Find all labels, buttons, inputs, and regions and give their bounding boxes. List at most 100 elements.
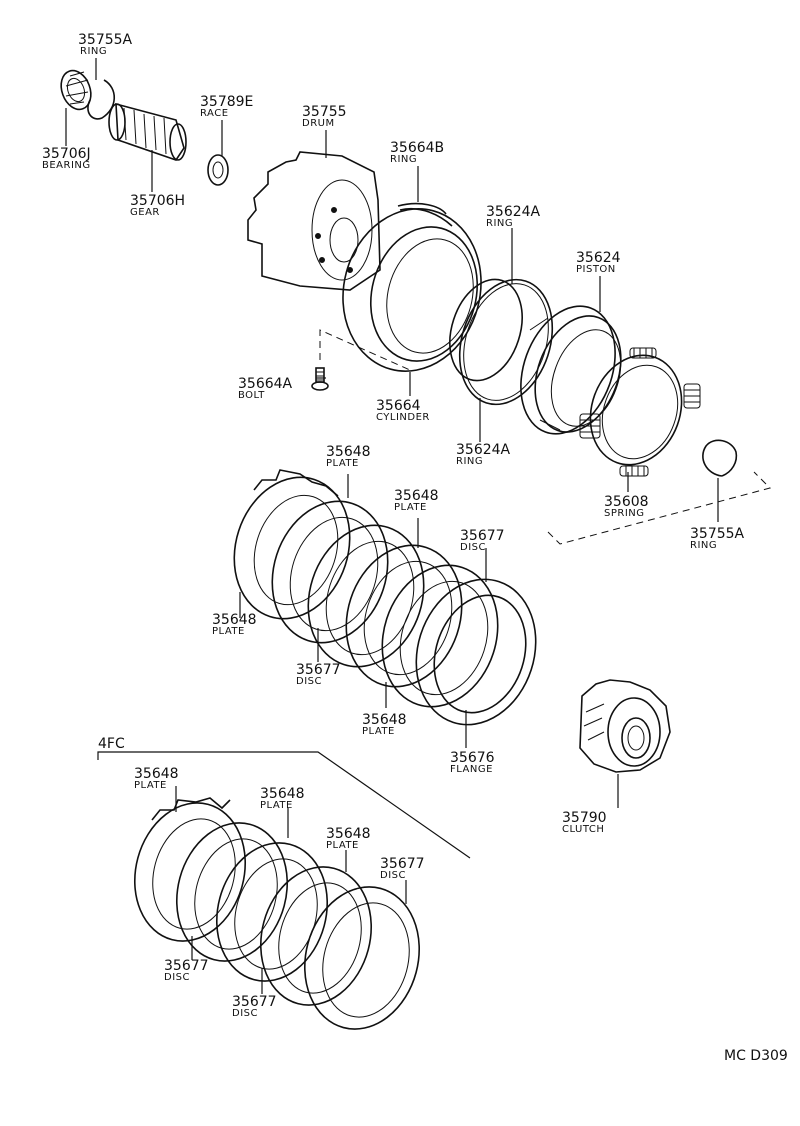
- part-label-spring-35608: 35608 SPRING: [604, 494, 649, 519]
- part-name: GEAR: [130, 207, 160, 218]
- group-4fc-bracket: [97, 751, 471, 859]
- part-number: 35624A: [486, 204, 541, 220]
- part-number: 35677: [296, 662, 341, 678]
- part-number: 35677: [164, 958, 209, 974]
- part-name: RACE: [200, 108, 229, 119]
- part-name: CLUTCH: [562, 824, 604, 835]
- part-label-ring-35624a-bottom: 35624A RING: [456, 442, 511, 467]
- part-label-disc-4fc-a: 35677 DISC: [380, 856, 425, 881]
- part-label-ring-35755a-top: 35755A RING: [78, 32, 133, 57]
- part-label-plate-35648-d: 35648 PLATE: [362, 712, 407, 737]
- ring-part: [397, 202, 447, 215]
- part-number: 35648: [326, 444, 371, 460]
- part-name: BOLT: [238, 390, 265, 401]
- part-label-disc-4fc-b: 35677 DISC: [164, 958, 209, 983]
- part-number: 35706H: [130, 193, 185, 209]
- bolt-part: [311, 367, 329, 391]
- diagram-code: MC D309: [724, 1048, 788, 1064]
- part-number: 35755A: [690, 526, 745, 542]
- part-name: PLATE: [212, 626, 245, 637]
- part-number: 35755A: [78, 32, 133, 48]
- part-number: 35664B: [390, 140, 444, 156]
- part-label-plate-35648-b: 35648 PLATE: [394, 488, 439, 513]
- part-number: 35664A: [238, 376, 293, 392]
- assembly-lines: [319, 329, 771, 545]
- part-number: 35790: [562, 810, 607, 826]
- part-name: PISTON: [576, 264, 616, 275]
- part-label-flange-35676: 35676 FLANGE: [450, 750, 495, 775]
- part-number: 35676: [450, 750, 495, 766]
- part-name: PLATE: [260, 800, 293, 811]
- part-number: 35648: [394, 488, 439, 504]
- spring-part: [579, 347, 701, 477]
- part-name: PLATE: [326, 458, 359, 469]
- part-number: 35624: [576, 250, 621, 266]
- part-name: RING: [486, 218, 513, 229]
- part-number: 35677: [380, 856, 425, 872]
- part-label-plate-35648-a: 35648 PLATE: [326, 444, 371, 469]
- drum-part: [247, 151, 381, 291]
- part-name: PLATE: [134, 780, 167, 791]
- group-4fc-pack: [133, 797, 421, 1030]
- part-number: 35648: [212, 612, 257, 628]
- part-name: DISC: [164, 972, 190, 983]
- part-number: 35677: [460, 528, 505, 544]
- part-number: 35648: [260, 786, 305, 802]
- part-name: CYLINDER: [376, 412, 430, 423]
- o-ring-part: [449, 278, 554, 406]
- part-label-bolt-35664a: 35664A BOLT: [238, 376, 293, 401]
- part-name: DISC: [460, 542, 486, 553]
- part-name: RING: [80, 46, 107, 57]
- part-name: SPRING: [604, 508, 645, 519]
- part-label-ring-35755a-bottom: 35755A RING: [690, 526, 745, 551]
- part-name: RING: [390, 154, 417, 165]
- piston-part: [520, 305, 622, 435]
- leader-lines: [65, 58, 719, 994]
- race-part: [207, 154, 229, 186]
- part-name: DISC: [296, 676, 322, 687]
- snap-ring-part: [702, 439, 738, 477]
- bearing-part: [60, 69, 92, 111]
- part-name: PLATE: [362, 726, 395, 737]
- group-label: 4FC: [98, 736, 125, 752]
- part-label-drum-35755: 35755 DRUM: [302, 104, 347, 129]
- part-number: 35648: [362, 712, 407, 728]
- clutch-pack: [233, 469, 537, 726]
- part-label-gear-35706h: 35706H GEAR: [130, 193, 185, 218]
- part-name: DISC: [232, 1008, 258, 1019]
- part-label-ring-35664b: 35664B RING: [390, 140, 444, 165]
- gear-part: [108, 102, 187, 161]
- part-label-plate-4fc-b: 35648 PLATE: [260, 786, 305, 811]
- part-name: FLANGE: [450, 764, 493, 775]
- part-label-race-35789e: 35789E RACE: [200, 94, 253, 119]
- part-number: 35677: [232, 994, 277, 1010]
- part-name: DRUM: [302, 118, 335, 129]
- part-label-disc-4fc-c: 35677 DISC: [232, 994, 277, 1019]
- part-name: RING: [690, 540, 717, 551]
- part-number: 35608: [604, 494, 649, 510]
- part-number: 35648: [326, 826, 371, 842]
- part-name: PLATE: [394, 502, 427, 513]
- part-number: 35789E: [200, 94, 253, 110]
- part-number: 35624A: [456, 442, 511, 458]
- part-label-cylinder-35664: 35664 CYLINDER: [376, 398, 430, 423]
- snap-ring-part: [87, 79, 116, 120]
- part-name: PLATE: [326, 840, 359, 851]
- part-label-disc-35677-b: 35677 DISC: [296, 662, 341, 687]
- part-label-plate-4fc-a: 35648 PLATE: [134, 766, 179, 791]
- part-label-ring-35624a-top: 35624A RING: [486, 204, 541, 229]
- part-label-bearing-35706j: 35706J BEARING: [42, 146, 91, 171]
- part-label-disc-35677-a: 35677 DISC: [460, 528, 505, 553]
- part-label-piston-35624: 35624 PISTON: [576, 250, 621, 275]
- part-label-clutch-35790: 35790 CLUTCH: [562, 810, 607, 835]
- part-number: 35706J: [42, 146, 91, 162]
- clutch-hub-part: [579, 679, 671, 773]
- part-number: 35664: [376, 398, 421, 414]
- part-number: 35755: [302, 104, 347, 120]
- part-number: 35648: [134, 766, 179, 782]
- part-name: BEARING: [42, 160, 91, 171]
- part-name: DISC: [380, 870, 406, 881]
- part-label-plate-35648-c: 35648 PLATE: [212, 612, 257, 637]
